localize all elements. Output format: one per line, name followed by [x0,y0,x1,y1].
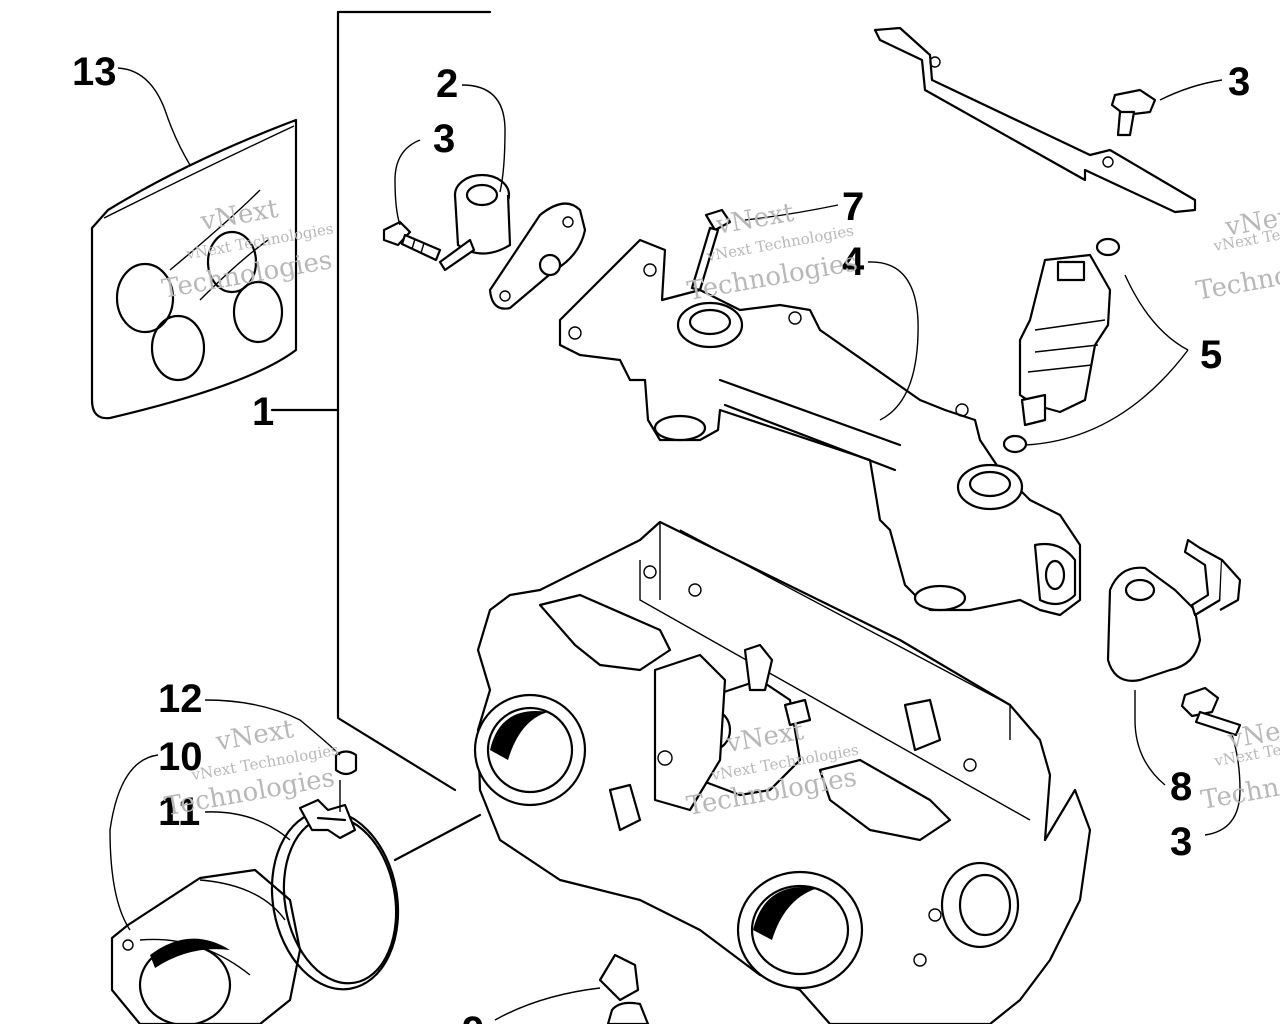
part-3-bolt-right [1180,686,1242,737]
part-3-bolt-left [382,220,442,262]
part-3-bolt-top-right [1110,88,1157,137]
callout-8: 8 [1170,765,1192,809]
callout-4: 4 [842,240,865,284]
part-5-fuel-injector [1002,237,1121,454]
callout-13: 13 [72,50,117,94]
callout-2: 2 [436,62,458,106]
part-9-clamp [598,953,650,1024]
leader-lines [109,67,1241,1021]
callout-1: 1 [252,390,274,434]
callout-11: 11 [158,790,200,834]
part-2-pressure-regulator [438,173,587,310]
callout-labels: 13 2 3 3 7 4 5 1 12 10 11 8 3 9 [72,50,1250,1024]
part-8-throttle-sensor [1106,538,1242,682]
callout-3: 3 [1228,60,1250,104]
watermark: vNext Technologies vNext Technologies [1194,199,1280,306]
part-4-fuel-rail [558,238,1082,617]
throttle-body-assembly [473,520,1092,1024]
svg-text:Technologies: Technologies [1194,247,1280,306]
callout-9: 9 [462,1009,484,1024]
part-7-screw [690,208,732,292]
assembly-bracket-line [270,10,492,862]
part-13-gasket-kit [90,118,298,420]
callout-5: 5 [1200,333,1222,377]
callout-7: 7 [842,185,864,229]
part-11-hose-clamp [270,798,400,991]
part-10-intake-boot [110,868,302,1024]
mounting-bracket-plate [873,26,1197,214]
part-12-nut [334,750,358,776]
callout-12: 12 [158,677,203,721]
callout-10: 10 [158,735,203,779]
callout-3: 3 [433,117,455,161]
callout-3: 3 [1170,820,1192,864]
